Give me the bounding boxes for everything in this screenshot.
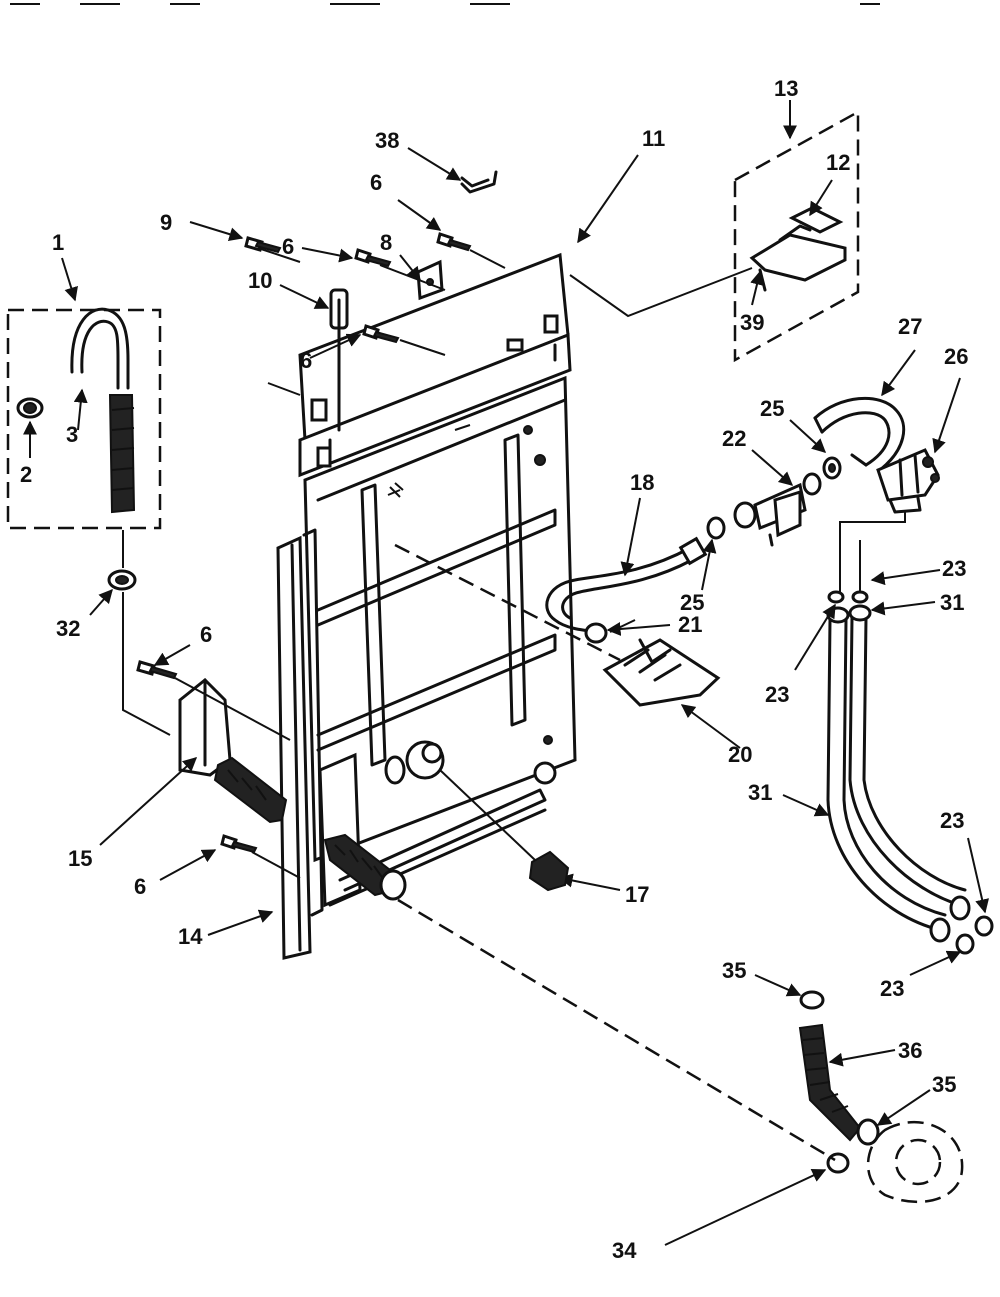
callout-23-c: 23	[940, 808, 964, 833]
callout-36: 36	[898, 1038, 922, 1063]
callout-9: 9	[160, 210, 172, 235]
callout-14: 14	[178, 924, 203, 949]
callout-2: 2	[20, 462, 32, 487]
fitting-21	[609, 619, 636, 633]
callout-22: 22	[722, 426, 746, 451]
rear-panel	[298, 252, 577, 863]
hose-27	[813, 396, 906, 472]
callout-3: 3	[66, 422, 78, 447]
fill-hoses-31	[826, 590, 994, 955]
screws-top	[136, 232, 472, 854]
callout-6-d: 6	[200, 622, 212, 647]
callout-18: 18	[630, 470, 654, 495]
valve-guide	[839, 512, 906, 598]
valve-22	[706, 456, 842, 547]
callout-11: 11	[642, 126, 665, 151]
clamp-32	[107, 569, 137, 591]
callout-25-b: 25	[680, 590, 704, 615]
side-channel	[276, 528, 324, 960]
clip-8	[416, 259, 444, 301]
callout-13: 13	[774, 76, 798, 101]
callout-6-c: 6	[370, 170, 382, 195]
callout-6-b: 6	[300, 348, 312, 373]
assembly-13-box	[733, 109, 860, 363]
clamp-2	[16, 397, 44, 419]
valve-26	[876, 448, 940, 514]
bottom-rail	[318, 740, 557, 908]
pump-outline	[866, 1120, 964, 1204]
callout-12: 12	[826, 150, 850, 175]
callout-arrows	[23, 100, 990, 1246]
callout-25-a: 25	[760, 396, 784, 421]
hose-kit-guide	[122, 530, 171, 736]
spring-15	[178, 677, 288, 824]
callout-17: 17	[625, 882, 649, 907]
callout-31-a: 31	[940, 590, 964, 615]
callout-6-a: 6	[282, 234, 294, 259]
callout-35-a: 35	[722, 958, 746, 983]
callout-15: 15	[68, 846, 92, 871]
callout-39: 39	[740, 310, 764, 335]
part-17	[439, 769, 570, 892]
callout-1: 1	[52, 230, 64, 255]
callout-20: 20	[728, 742, 752, 767]
callout-35-b: 35	[932, 1072, 956, 1097]
callout-32: 32	[56, 616, 80, 641]
bracket-10	[329, 288, 349, 432]
drain-hose-3	[70, 307, 136, 514]
callout-8: 8	[380, 230, 392, 255]
clip-38	[460, 170, 498, 194]
callout-10: 10	[248, 268, 272, 293]
callout-6-e: 6	[134, 874, 146, 899]
nozzle-20	[584, 622, 721, 707]
callout-34: 34	[612, 1238, 637, 1263]
guide-lines	[174, 247, 836, 1162]
callout-21: 21	[678, 612, 702, 637]
callout-23-d: 23	[880, 976, 904, 1001]
bracket-39	[749, 224, 847, 292]
callout-38: 38	[375, 128, 399, 153]
callout-23-a: 23	[942, 556, 966, 581]
inlet-hose-18	[545, 536, 708, 634]
callout-31-b: 31	[748, 780, 772, 805]
insulator-12	[788, 206, 844, 234]
callout-23-b: 23	[765, 682, 789, 707]
callout-labels: 1 2 3 32 9 6 10 6 6 8 38 11 13 12 39 27 …	[20, 76, 968, 1263]
drain-hose-36	[798, 990, 880, 1174]
callout-27: 27	[898, 314, 922, 339]
hose-kit-box	[6, 308, 162, 530]
callout-26: 26	[944, 344, 968, 369]
